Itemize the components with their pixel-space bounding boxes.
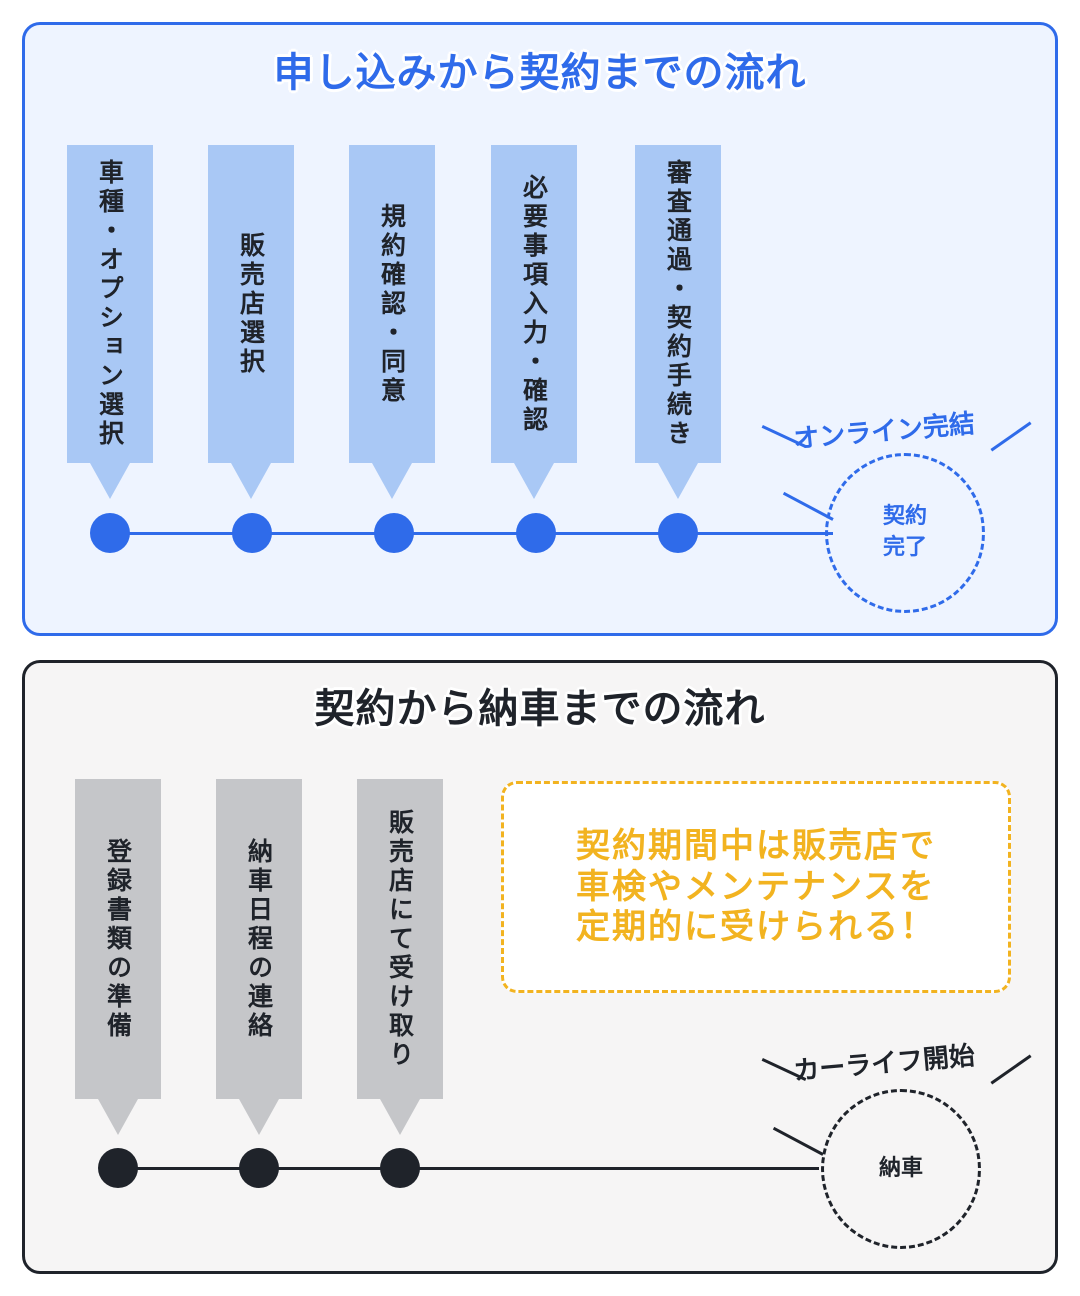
goal-text: 契約 xyxy=(882,504,927,530)
goal-caption: カーライフ開始 xyxy=(792,1041,977,1087)
timeline-dot xyxy=(658,513,698,553)
goal-circle: 納車 xyxy=(821,1089,981,1249)
timeline-dot xyxy=(232,513,272,553)
step-label: 納車日程の連絡 xyxy=(244,837,274,1041)
timeline-dot xyxy=(374,513,414,553)
delivery-flow-panel: 契約から納車までの流れ 登録書類の準備 納車日程の連絡 販売店にて受け取り 契約… xyxy=(22,660,1058,1274)
panel-title: 申し込みから契約までの流れ xyxy=(273,50,807,96)
goal-circle: 契約 完了 xyxy=(825,453,985,613)
application-flow-panel: 申し込みから契約までの流れ 車種・オプション選択 販売店選択 規約確認・同意 必… xyxy=(22,22,1058,636)
note-text: 車検やメンテナンスを xyxy=(576,866,936,907)
step-label: 審査通過・契約手続き xyxy=(663,159,693,449)
step-label: 車種・オプション選択 xyxy=(95,159,125,449)
note-text: 定期的に受けられる！ xyxy=(576,907,936,948)
timeline-line xyxy=(113,532,833,535)
accent-slash xyxy=(990,1054,1032,1085)
timeline-dot xyxy=(239,1148,279,1188)
goal-text: 納車 xyxy=(878,1155,923,1181)
timeline-dot xyxy=(98,1148,138,1188)
goal-caption: オンライン完結 xyxy=(792,409,977,455)
step-label: 販売店にて受け取り xyxy=(385,808,415,1070)
step-label: 規約確認・同意 xyxy=(377,202,407,406)
step-label: 登録書類の準備 xyxy=(103,837,133,1041)
benefit-note: 契約期間中は販売店で 車検やメンテナンスを 定期的に受けられる！ xyxy=(501,781,1011,993)
timeline-dot xyxy=(516,513,556,553)
step-label: 必要事項入力・確認 xyxy=(519,173,549,435)
timeline-line xyxy=(121,1167,819,1170)
note-text: 契約期間中は販売店で xyxy=(576,825,936,866)
accent-slash xyxy=(990,421,1032,452)
step-label: 販売店選択 xyxy=(236,231,266,377)
arrow-tip xyxy=(772,1126,824,1156)
timeline-dot xyxy=(380,1148,420,1188)
timeline-dot xyxy=(90,513,130,553)
goal-text: 完了 xyxy=(882,535,927,560)
panel-title: 契約から納車までの流れ xyxy=(314,686,766,732)
